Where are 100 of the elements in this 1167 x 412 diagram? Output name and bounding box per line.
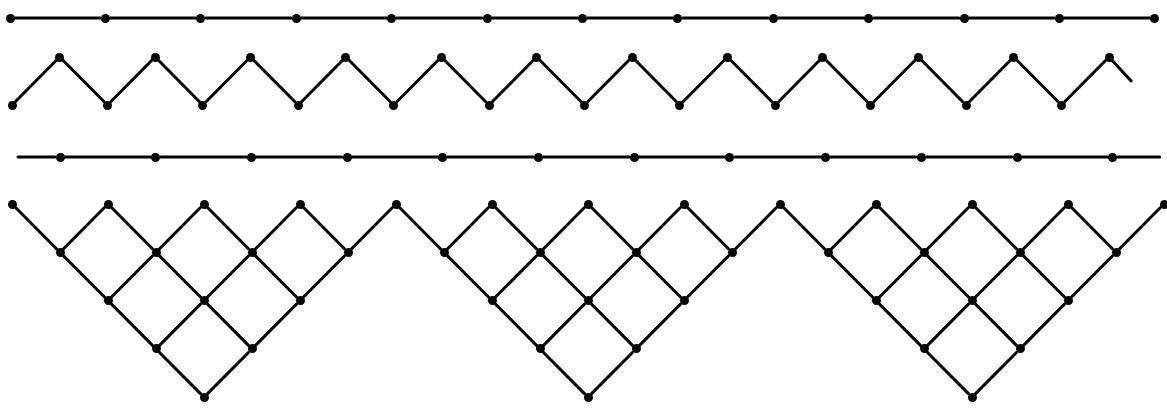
connector-line bbox=[159, 155, 248, 159]
connector-line bbox=[824, 59, 869, 103]
connector-line bbox=[1015, 59, 1060, 103]
connector-line bbox=[1070, 254, 1114, 299]
connector-line bbox=[302, 206, 346, 251]
connector-line bbox=[542, 302, 586, 347]
connector-line bbox=[110, 254, 154, 299]
connector-line bbox=[926, 206, 970, 251]
connector-line bbox=[14, 59, 58, 103]
connector-line bbox=[61, 59, 106, 103]
connector-line bbox=[16, 155, 57, 159]
connector-line bbox=[158, 206, 202, 251]
connector-line bbox=[1116, 155, 1162, 159]
connector-line bbox=[974, 254, 1018, 299]
connector-line bbox=[252, 59, 297, 103]
connector-line bbox=[158, 302, 202, 347]
connector-line bbox=[638, 254, 682, 299]
connector-line bbox=[446, 155, 535, 159]
connector-line bbox=[926, 254, 970, 299]
connector-line bbox=[967, 16, 1056, 20]
connector-line bbox=[204, 59, 249, 103]
connector-line bbox=[924, 155, 1014, 159]
connector-line bbox=[878, 206, 922, 251]
connector-line bbox=[782, 206, 826, 251]
connector-line bbox=[1063, 59, 1108, 103]
connector-line bbox=[494, 206, 538, 251]
connector-line bbox=[638, 206, 682, 251]
connector-line bbox=[302, 254, 346, 299]
connector-line bbox=[62, 254, 106, 299]
connector-line bbox=[968, 59, 1012, 103]
connector-line bbox=[13, 16, 102, 20]
connector-line bbox=[1070, 206, 1114, 251]
connector-line bbox=[1022, 302, 1066, 347]
connector-line bbox=[350, 155, 440, 159]
connector-line bbox=[681, 59, 726, 103]
connector-line bbox=[350, 206, 394, 251]
connector-line bbox=[542, 206, 586, 251]
connector-line bbox=[110, 206, 154, 251]
connector-line bbox=[206, 254, 250, 299]
connector-line bbox=[1022, 254, 1066, 299]
connector-line bbox=[830, 206, 874, 251]
connector-line bbox=[638, 302, 682, 347]
connector-line bbox=[681, 16, 770, 20]
connector-line bbox=[14, 206, 58, 251]
connector-line bbox=[637, 155, 727, 159]
connector-line bbox=[878, 254, 922, 299]
connector-line bbox=[634, 59, 678, 103]
connector-line bbox=[158, 350, 202, 396]
connector-line bbox=[443, 59, 487, 103]
connector-line bbox=[157, 59, 201, 103]
connector-line bbox=[590, 350, 634, 396]
connector-line bbox=[926, 302, 970, 347]
connector-line bbox=[158, 254, 202, 299]
connector-line bbox=[110, 302, 154, 347]
connector-line bbox=[974, 302, 1018, 347]
connector-line bbox=[542, 350, 586, 396]
connector-line bbox=[494, 302, 538, 347]
connector-line bbox=[542, 155, 631, 159]
connector-line bbox=[734, 206, 778, 251]
connector-line bbox=[829, 155, 918, 159]
connector-line bbox=[974, 206, 1018, 251]
connector-line bbox=[491, 59, 535, 103]
connector-line bbox=[926, 350, 970, 396]
connector-line bbox=[206, 350, 250, 396]
connector-line bbox=[395, 59, 440, 103]
connector-line bbox=[62, 206, 106, 251]
connector-line bbox=[108, 16, 198, 20]
connector-line bbox=[494, 254, 538, 299]
connector-line bbox=[776, 16, 866, 20]
connector-line bbox=[974, 350, 1018, 396]
connector-line bbox=[586, 59, 631, 103]
connector-line bbox=[777, 59, 821, 103]
connector-line bbox=[254, 155, 344, 159]
connector-line bbox=[395, 16, 484, 20]
connector-line bbox=[920, 59, 964, 103]
connector-line bbox=[254, 302, 298, 347]
connector-line bbox=[590, 206, 634, 251]
connector-line bbox=[204, 16, 293, 20]
connector-line bbox=[1111, 59, 1133, 83]
connector-line bbox=[872, 59, 917, 103]
connector-line bbox=[538, 59, 583, 103]
connector-line bbox=[300, 59, 344, 103]
connector-line bbox=[398, 206, 442, 251]
connector-line bbox=[830, 254, 874, 299]
connector-line bbox=[254, 254, 298, 299]
connector-line bbox=[733, 155, 823, 159]
connector-line bbox=[63, 155, 153, 159]
connector-line bbox=[590, 254, 634, 299]
connector-line bbox=[872, 16, 961, 20]
connector-line bbox=[585, 16, 675, 20]
connector-line bbox=[446, 254, 490, 299]
connector-line bbox=[1022, 206, 1066, 251]
connector-line bbox=[109, 59, 154, 103]
connector-line bbox=[206, 302, 250, 347]
connector-line bbox=[878, 302, 922, 347]
connector-line bbox=[590, 302, 634, 347]
connector-line bbox=[542, 254, 586, 299]
connector-line bbox=[1020, 155, 1110, 159]
connector-line bbox=[299, 16, 389, 20]
connector-line bbox=[490, 16, 579, 20]
